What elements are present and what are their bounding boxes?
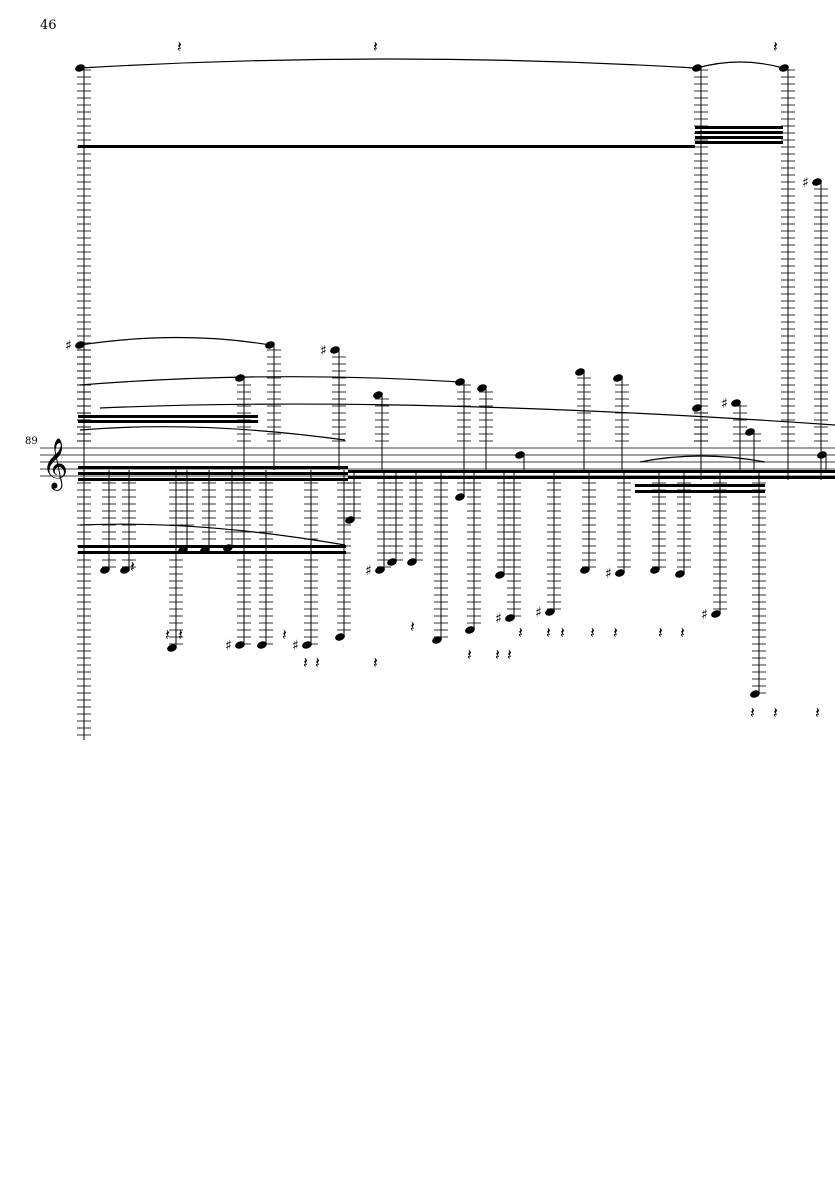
quarter-rest-icon: 𝄽 — [373, 37, 378, 56]
note — [779, 64, 795, 480]
quarter-rest-icon: 𝄽 — [773, 37, 778, 56]
sharp-icon: ♯ — [701, 607, 708, 623]
note — [75, 64, 91, 740]
quarter-rest-icon: 𝄽 — [373, 653, 378, 672]
note — [613, 374, 629, 470]
note — [265, 341, 281, 470]
note — [373, 391, 389, 470]
note — [407, 470, 423, 566]
note: ♯ — [225, 470, 251, 654]
quarter-rest-icon: 𝄽 — [590, 623, 595, 642]
note: ♯ — [320, 343, 346, 470]
sharp-icon: ♯ — [721, 396, 728, 412]
sharp-icon: ♯ — [65, 338, 72, 354]
quarter-rest-icon: 𝄽 — [507, 645, 512, 664]
quarter-rest-icon: 𝄽 — [130, 557, 135, 576]
page-number: 46 — [40, 18, 57, 33]
note — [817, 451, 827, 470]
note — [178, 470, 194, 554]
note — [745, 428, 761, 470]
sharp-icon: ♯ — [535, 605, 542, 621]
note: ♯ — [535, 470, 561, 621]
note — [650, 470, 666, 574]
note — [675, 470, 691, 578]
note — [465, 470, 481, 634]
quarter-rest-icon: 𝄽 — [560, 623, 565, 642]
note — [120, 470, 136, 574]
note — [200, 470, 216, 554]
note — [455, 470, 471, 501]
rests: 𝄽 𝄽 𝄽 𝄽 𝄽 𝄽 𝄽 𝄽 𝄽 𝄽 𝄽 𝄽 𝄽 𝄽 𝄽 𝄽 𝄽 𝄽 𝄽 𝄽 𝄽 𝄽 𝄽 𝄽 — [130, 37, 820, 722]
note — [235, 374, 251, 470]
note: ♯ — [495, 470, 521, 627]
quarter-rest-icon: 𝄽 — [495, 645, 500, 664]
note — [750, 470, 766, 698]
quarter-rest-icon: 𝄽 — [410, 617, 415, 636]
quarter-rest-icon: 𝄽 — [613, 623, 618, 642]
sharp-icon: ♯ — [605, 566, 612, 582]
note — [575, 368, 591, 470]
note — [335, 470, 351, 641]
note: ♯ — [365, 470, 391, 579]
note — [257, 470, 273, 649]
quarter-rest-icon: 𝄽 — [178, 625, 183, 644]
note — [345, 470, 361, 524]
note — [477, 384, 493, 470]
quarter-rest-icon: 𝄽 — [177, 37, 182, 56]
note: ♯ — [65, 338, 91, 470]
sharp-icon: ♯ — [320, 343, 327, 359]
quarter-rest-icon: 𝄽 — [467, 645, 472, 664]
quarter-rest-icon: 𝄽 — [315, 653, 320, 672]
sharp-icon: ♯ — [802, 175, 809, 191]
quarter-rest-icon: 𝄽 — [658, 623, 663, 642]
note — [580, 470, 596, 574]
treble-clef-icon: 𝄞 — [42, 438, 68, 491]
note — [100, 470, 116, 574]
measure-number: 89 — [25, 436, 38, 447]
quarter-rest-icon: 𝄽 — [750, 703, 755, 722]
quarter-rest-icon: 𝄽 — [518, 623, 523, 642]
sharp-icon: ♯ — [225, 638, 232, 654]
note — [167, 470, 183, 652]
note — [515, 451, 525, 470]
note — [432, 470, 448, 644]
quarter-rest-icon: 𝄽 — [165, 625, 170, 644]
note — [495, 470, 511, 579]
note — [455, 378, 471, 470]
note: ♯ — [605, 470, 631, 582]
sharp-icon: ♯ — [365, 563, 372, 579]
quarter-rest-icon: 𝄽 — [680, 623, 685, 642]
notes: ♯ ♯ ♯ ♯ ♯ ♯ ♯ ♯ ♯ ♯ ♯ — [65, 64, 828, 740]
note — [223, 470, 239, 552]
quarter-rest-icon: 𝄽 — [773, 703, 778, 722]
beams — [78, 126, 835, 554]
note: ♯ — [802, 175, 828, 480]
note: ♯ — [701, 470, 727, 623]
sharp-icon: ♯ — [495, 611, 502, 627]
note: ♯ — [721, 396, 747, 470]
note: ♯ — [292, 470, 318, 654]
note — [387, 470, 403, 566]
note — [692, 404, 708, 470]
sharp-icon: ♯ — [292, 638, 299, 654]
quarter-rest-icon: 𝄽 — [303, 653, 308, 672]
quarter-rest-icon: 𝄽 — [815, 703, 820, 722]
quarter-rest-icon: 𝄽 — [282, 625, 287, 644]
quarter-rest-icon: 𝄽 — [546, 623, 551, 642]
